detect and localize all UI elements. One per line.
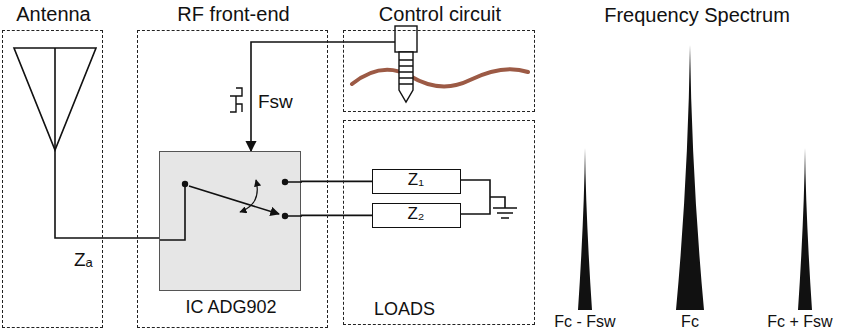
signal-label: Fsw <box>256 92 295 113</box>
wire <box>301 215 372 217</box>
control-wire <box>343 41 395 43</box>
impedance-box: Z₂ <box>372 203 461 228</box>
impedance-label: Z₁ <box>408 171 424 190</box>
square-wave-symbol <box>230 88 242 112</box>
impedance-label: Zₐ <box>72 250 95 271</box>
part-title: LOADS <box>374 300 435 320</box>
impedance-box: Z₁ <box>372 169 461 194</box>
soil-wave <box>352 69 528 86</box>
chart-title: Frequency Spectrum <box>604 4 790 26</box>
switch-ic: IC ADG902 <box>159 151 301 291</box>
loads-region: Z₁ Z₂ LOADS <box>343 120 535 325</box>
ground-wiring <box>460 180 517 218</box>
switch-symbol <box>160 152 302 292</box>
axis-label: Fc <box>681 313 699 331</box>
impedance-label: Z₂ <box>407 205 424 224</box>
part-title: RF front-end <box>177 3 289 25</box>
part-title: Control circuit <box>379 3 501 25</box>
antenna-region: Antenna <box>2 30 103 328</box>
spectrum-peaks <box>578 45 812 310</box>
wire <box>103 237 159 239</box>
axis-label: Fc - Fsw <box>554 313 615 331</box>
sensor-probe <box>395 26 417 102</box>
part-title: Antenna <box>16 3 91 25</box>
antenna-symbol <box>14 48 103 238</box>
wire <box>251 42 343 151</box>
wire <box>301 181 372 183</box>
control-circuit-region: Control circuit <box>343 30 535 112</box>
part-title: IC ADG902 <box>185 298 276 318</box>
axis-label: Fc + Fsw <box>767 313 832 331</box>
rf-frontend-region: IC ADG902RF front-end <box>137 30 328 328</box>
